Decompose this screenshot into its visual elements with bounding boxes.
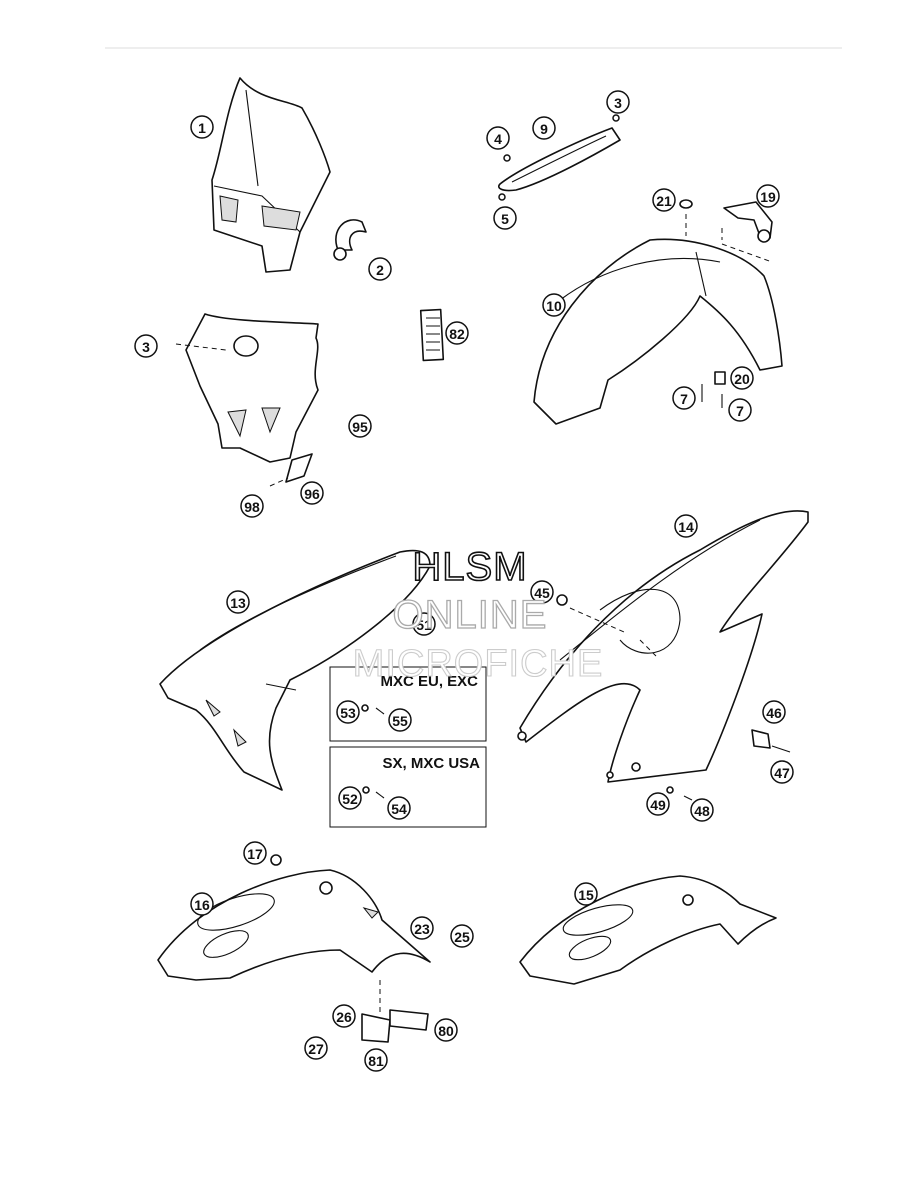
callout-label: 15 xyxy=(578,887,594,903)
part-strip-9 xyxy=(498,114,621,201)
callout-7: 7 xyxy=(728,398,752,422)
callout-2: 2 xyxy=(368,257,392,281)
callout-21: 21 xyxy=(652,188,676,212)
callout-label: 19 xyxy=(760,189,776,205)
watermark-line2: ONLINE xyxy=(393,593,548,637)
watermark: HLSM ONLINE MICROFICHE xyxy=(352,544,604,685)
callout-53: 53 xyxy=(336,700,360,724)
callout-54: 54 xyxy=(387,796,411,820)
callout-13: 13 xyxy=(226,590,250,614)
callout-label: 98 xyxy=(244,499,260,515)
callout-9: 9 xyxy=(532,116,556,140)
callout-label: 47 xyxy=(774,765,790,781)
box-title: MXC EU, EXC xyxy=(380,673,478,690)
callout-label: 7 xyxy=(736,403,744,419)
callout-1: 1 xyxy=(190,115,214,139)
callout-label: 49 xyxy=(650,797,666,813)
watermark-line1: HLSM xyxy=(412,545,527,589)
part-headlight-mask xyxy=(211,77,331,273)
callout-label: 14 xyxy=(678,519,694,535)
part-front-fender-10 xyxy=(533,199,783,425)
callout-96: 96 xyxy=(300,481,324,505)
callout-7: 7 xyxy=(672,386,696,410)
callout-15: 15 xyxy=(574,882,598,906)
part-clamp xyxy=(333,219,367,261)
callout-26: 26 xyxy=(332,1004,356,1028)
callout-95: 95 xyxy=(348,414,372,438)
callout-label: 80 xyxy=(438,1023,454,1039)
callout-47: 47 xyxy=(770,760,794,784)
callout-46: 46 xyxy=(762,700,786,724)
callout-label: 2 xyxy=(376,262,384,278)
callout-17: 17 xyxy=(243,841,267,865)
callout-label: 21 xyxy=(656,193,672,209)
callout-27: 27 xyxy=(304,1036,328,1060)
part-front-fender-15 xyxy=(519,875,777,985)
variant-box-sx-mxc-usa: SX, MXC USA xyxy=(329,746,487,828)
callout-20: 20 xyxy=(730,366,754,390)
callout-3: 3 xyxy=(134,334,158,358)
callout-label: 5 xyxy=(501,211,509,227)
callout-81: 81 xyxy=(364,1048,388,1072)
callout-label: 95 xyxy=(352,419,368,435)
callout-label: 25 xyxy=(454,929,470,945)
part-reflector-82 xyxy=(419,308,445,362)
callout-48: 48 xyxy=(690,798,714,822)
callout-45: 45 xyxy=(530,580,554,604)
box-title: SX, MXC USA xyxy=(382,755,480,772)
callout-25: 25 xyxy=(450,924,474,948)
callout-label: 13 xyxy=(230,595,246,611)
callout-label: 53 xyxy=(340,705,356,721)
callout-label: 82 xyxy=(449,326,465,342)
callout-label: 81 xyxy=(368,1053,384,1069)
callout-4: 4 xyxy=(486,126,510,150)
callout-label: 52 xyxy=(342,791,358,807)
callout-55: 55 xyxy=(388,708,412,732)
callout-51: 51 xyxy=(412,612,436,636)
callout-label: 96 xyxy=(304,486,320,502)
callout-3: 3 xyxy=(606,90,630,114)
callout-label: 51 xyxy=(416,617,432,633)
callout-5: 5 xyxy=(493,206,517,230)
callout-23: 23 xyxy=(410,916,434,940)
callout-label: 10 xyxy=(546,298,562,314)
callout-82: 82 xyxy=(445,321,469,345)
callout-label: 46 xyxy=(766,705,782,721)
callout-label: 26 xyxy=(336,1009,352,1025)
callout-label: 7 xyxy=(680,391,688,407)
callout-label: 23 xyxy=(414,921,430,937)
callout-label: 48 xyxy=(694,803,710,819)
callout-label: 20 xyxy=(734,371,750,387)
callout-52: 52 xyxy=(338,786,362,810)
part-front-fender-16 xyxy=(157,854,431,1043)
part-rear-fender-13 xyxy=(159,549,431,791)
callout-80: 80 xyxy=(434,1018,458,1042)
callout-98: 98 xyxy=(240,494,264,518)
callout-label: 3 xyxy=(614,95,622,111)
callout-label: 1 xyxy=(198,120,206,136)
part-side-panel-14 xyxy=(517,510,809,801)
callout-label: 4 xyxy=(494,131,502,147)
callout-10: 10 xyxy=(542,293,566,317)
callout-49: 49 xyxy=(646,792,670,816)
callout-16: 16 xyxy=(190,892,214,916)
callout-label: 16 xyxy=(194,897,210,913)
callout-label: 9 xyxy=(540,121,548,137)
callout-label: 55 xyxy=(392,713,408,729)
callout-14: 14 xyxy=(674,514,698,538)
variant-box-mxc-eu: MXC EU, EXC xyxy=(329,666,487,742)
callout-label: 54 xyxy=(391,801,407,817)
callout-label: 3 xyxy=(142,339,150,355)
callout-label: 17 xyxy=(247,846,263,862)
callout-label: 27 xyxy=(308,1041,324,1057)
part-number-plate xyxy=(175,313,319,487)
watermark-line3: MICROFICHE xyxy=(353,643,604,685)
callout-19: 19 xyxy=(756,184,780,208)
callout-label: 45 xyxy=(534,585,550,601)
